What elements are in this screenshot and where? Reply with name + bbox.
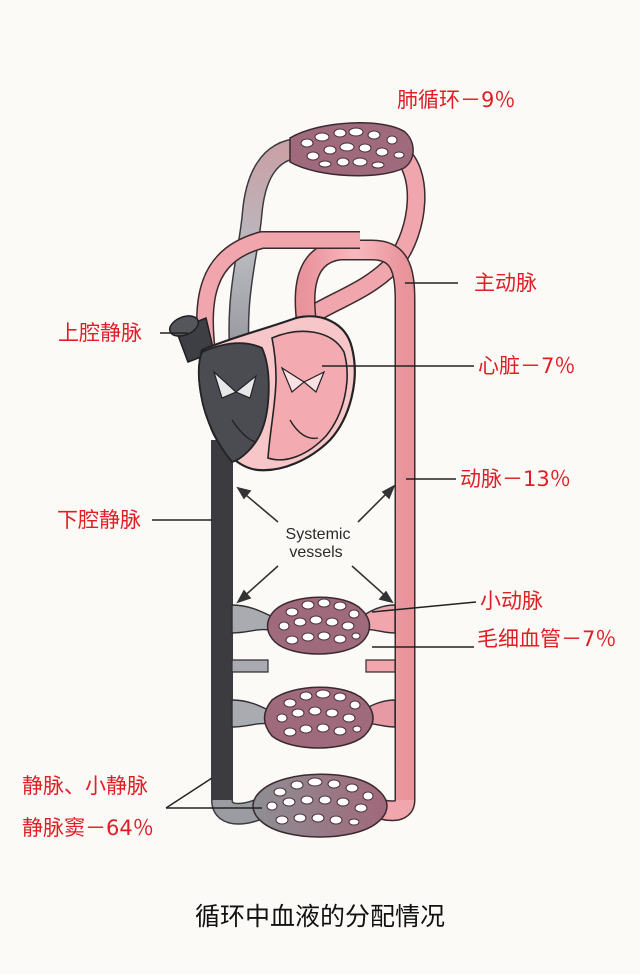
systemic-circuit bbox=[196, 231, 416, 838]
arteries-label: 动脉－13％ bbox=[460, 467, 571, 491]
inferior-vena-cava-label: 下腔静脉 bbox=[57, 508, 141, 532]
systemic-vessels-label-line2: vessels bbox=[289, 544, 342, 561]
pulmonary-circuit bbox=[228, 122, 426, 382]
venous-sinuses-label: 静脉窦－64％ bbox=[22, 816, 154, 840]
aorta-label: 主动脉 bbox=[474, 271, 537, 295]
pulmonary-capillary-bed bbox=[289, 122, 414, 177]
capillaries-label: 毛细血管－7％ bbox=[477, 627, 617, 651]
capillary-bed bbox=[252, 773, 388, 838]
superior-vena-cava-label: 上腔静脉 bbox=[58, 321, 142, 345]
figure-caption: 循环中血液的分配情况 bbox=[194, 902, 445, 931]
capillary-bed bbox=[263, 686, 374, 749]
systemic-arrows bbox=[236, 484, 396, 604]
leader-lines bbox=[152, 282, 477, 809]
capillary-bed bbox=[266, 596, 371, 655]
systemic-vessels-label-line1: Systemic bbox=[286, 526, 351, 543]
heart bbox=[168, 315, 356, 472]
veins-venules-label: 静脉、小静脉 bbox=[22, 774, 148, 798]
heart-label: 心脏－7％ bbox=[478, 354, 576, 378]
arterioles-label: 小动脉 bbox=[480, 589, 543, 613]
pulmonary-circulation-label: 肺循环－9％ bbox=[397, 88, 516, 112]
